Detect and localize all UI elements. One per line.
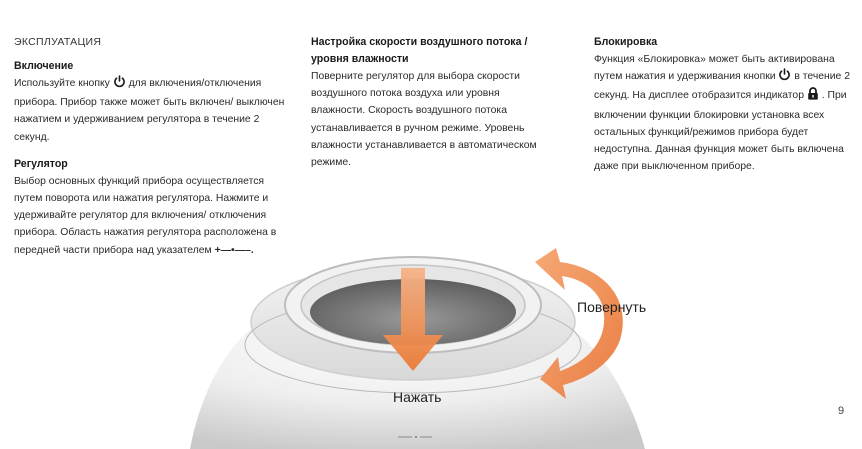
- lock-text-b: в течение 2 секунд. На дисплее отобразит…: [594, 71, 851, 102]
- rotate-arrow: [535, 248, 623, 399]
- power-text: Используйте кнопку для включения/отключе…: [14, 75, 286, 146]
- page-number: 9: [838, 405, 845, 417]
- power-text-b: для включения/отключения прибора. Прибор…: [14, 78, 285, 143]
- lock-heading: Блокировка: [594, 36, 658, 48]
- lock-icon: [807, 87, 819, 106]
- power-heading: Включение: [14, 60, 74, 72]
- regulator-text-body: Выбор основных функций прибора осуществл…: [14, 175, 277, 256]
- lock-text: Функция «Блокировка» может быть активиро…: [594, 51, 856, 175]
- column-middle: Настройка скорости воздушного потока / у…: [311, 34, 551, 177]
- base-marker: [398, 436, 432, 438]
- speed-text: Поверните регулятор для выбора скорости …: [311, 71, 537, 169]
- lock-text-c: . При включении функции блокировки устан…: [594, 90, 847, 173]
- press-arrow: [383, 268, 443, 371]
- section-title-text: ЭКСПЛУАТАЦИЯ: [14, 36, 102, 48]
- power-icon: [113, 75, 126, 94]
- column-left: Включение Используйте кнопку для включен…: [14, 58, 286, 265]
- power-icon: [778, 68, 791, 87]
- column-right: Блокировка Функция «Блокировка» может бы…: [594, 34, 856, 181]
- section-title: ЭКСПЛУАТАЦИЯ: [14, 34, 286, 57]
- rotate-label: Повернуть: [577, 299, 647, 315]
- lock-text-a: Функция «Блокировка» может быть активиро…: [594, 54, 835, 83]
- press-label: Нажать: [393, 389, 442, 405]
- regulator-heading: Регулятор: [14, 157, 68, 170]
- speed-heading: Настройка скорости воздушного потока / у…: [311, 36, 528, 65]
- regulator-marker: +—•—–.: [214, 244, 254, 256]
- regulator-text: Выбор основных функций прибора осуществл…: [14, 173, 286, 259]
- power-text-a: Используйте кнопку: [14, 78, 110, 89]
